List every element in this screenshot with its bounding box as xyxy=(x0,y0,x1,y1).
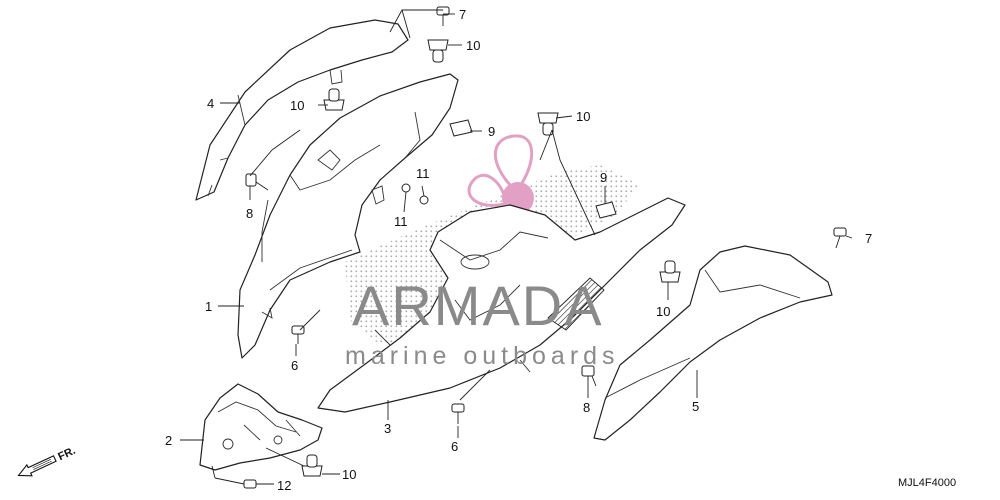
clip-10-left xyxy=(323,88,345,111)
screw-6-left xyxy=(291,325,305,344)
screw-11-a xyxy=(401,183,411,193)
nut-9-b xyxy=(595,201,617,219)
part-3-vent-grille xyxy=(547,277,605,331)
callout-7-right: 7 xyxy=(865,231,872,246)
bolt-7-right xyxy=(833,227,847,249)
clip-10-right xyxy=(659,260,681,283)
part-3-center-cover xyxy=(317,197,686,413)
callout-6-bottom: 6 xyxy=(451,439,458,454)
callout-8-right: 8 xyxy=(583,400,590,415)
callout-11-b: 11 xyxy=(416,166,430,181)
clip-10-bottom xyxy=(301,454,323,477)
leader-lines xyxy=(180,9,853,485)
callout-7-top: 7 xyxy=(459,7,466,22)
callout-6-left: 6 xyxy=(291,358,298,373)
callout-5: 5 xyxy=(692,399,699,414)
watermark-tagline: marine outboards xyxy=(345,342,620,370)
screw-6-bottom xyxy=(451,403,465,424)
callout-8-left: 8 xyxy=(246,206,253,221)
callout-4: 4 xyxy=(207,96,214,111)
watermark-text: ARMADA marine outboards xyxy=(345,274,620,370)
callout-10-top: 10 xyxy=(466,38,480,53)
front-direction-indicator: FR. xyxy=(17,445,77,477)
callout-10-mid: 10 xyxy=(576,109,590,124)
clip-10-mid xyxy=(537,112,559,136)
callout-10-left: 10 xyxy=(290,98,304,113)
front-direction-label: FR. xyxy=(56,445,77,463)
callout-10-right: 10 xyxy=(656,304,670,319)
fasteners xyxy=(243,6,847,489)
callout-3: 3 xyxy=(384,421,391,436)
diagram-code: MJL4F4000 xyxy=(898,477,956,489)
callout-1: 1 xyxy=(205,299,212,314)
callout-9-b: 9 xyxy=(600,170,607,185)
callout-10-bottom: 10 xyxy=(342,467,356,482)
nut-9-a xyxy=(449,119,473,137)
part-2-lower-bracket xyxy=(199,383,323,471)
front-arrow-icon xyxy=(17,455,57,477)
callout-12: 12 xyxy=(277,478,291,493)
screw-12 xyxy=(243,479,257,489)
part-4-upper-cover xyxy=(195,19,409,201)
bolt-7-top xyxy=(436,6,450,26)
callout-9-a: 9 xyxy=(488,124,495,139)
clip-10-top xyxy=(427,39,449,63)
watermark-brand: ARMADA xyxy=(352,274,604,337)
callouts: 4 1 2 3 5 6 6 7 7 8 8 9 9 10 10 10 10 10… xyxy=(165,7,872,493)
callout-11-a: 11 xyxy=(394,214,408,229)
part-1-front-inner-cover xyxy=(237,73,459,359)
callout-2: 2 xyxy=(165,433,172,448)
screw-11-b xyxy=(419,195,429,205)
bolt-8-left xyxy=(245,173,269,191)
part-5-side-cover xyxy=(593,245,833,441)
